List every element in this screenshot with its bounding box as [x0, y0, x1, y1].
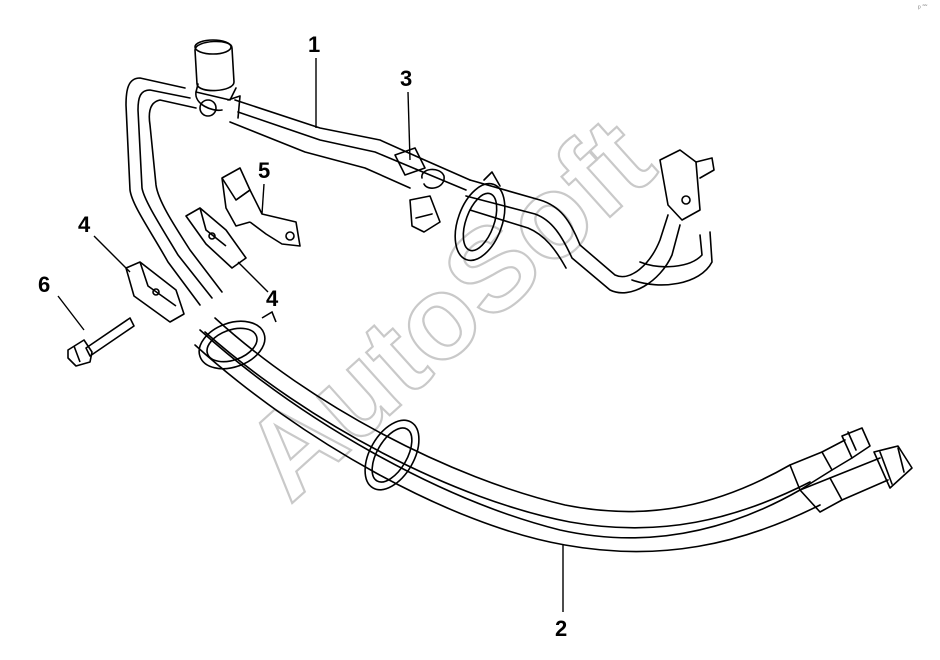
leader-lines	[57, 58, 564, 612]
bracket-5	[221, 167, 301, 247]
bolt-6	[67, 317, 135, 367]
leader-4a	[93, 235, 131, 273]
callout-3: 3	[400, 66, 412, 91]
leader-5	[261, 183, 265, 215]
callout-2: 2	[555, 616, 567, 641]
callout-4-left: 4	[78, 212, 91, 237]
callout-1: 1	[308, 32, 320, 57]
hose-assembly-2	[194, 317, 913, 553]
corner-mark: ᵖ ˜˜	[918, 5, 928, 12]
leader-3	[407, 91, 411, 161]
callout-6: 6	[38, 272, 50, 297]
leader-4b	[237, 261, 269, 293]
watermark: AutoSoft	[219, 93, 677, 524]
hose-clamp	[364, 419, 420, 491]
clip-4-left	[125, 261, 185, 323]
hose-clamp	[198, 310, 277, 370]
leader-6	[57, 295, 85, 331]
callout-labels: 1 2 3 4 4 5 6	[38, 32, 567, 641]
callout-4-lower: 4	[266, 286, 279, 311]
bracket-4-upper	[185, 207, 247, 269]
callout-5: 5	[258, 158, 270, 183]
pipe-assembly-1	[125, 39, 715, 306]
